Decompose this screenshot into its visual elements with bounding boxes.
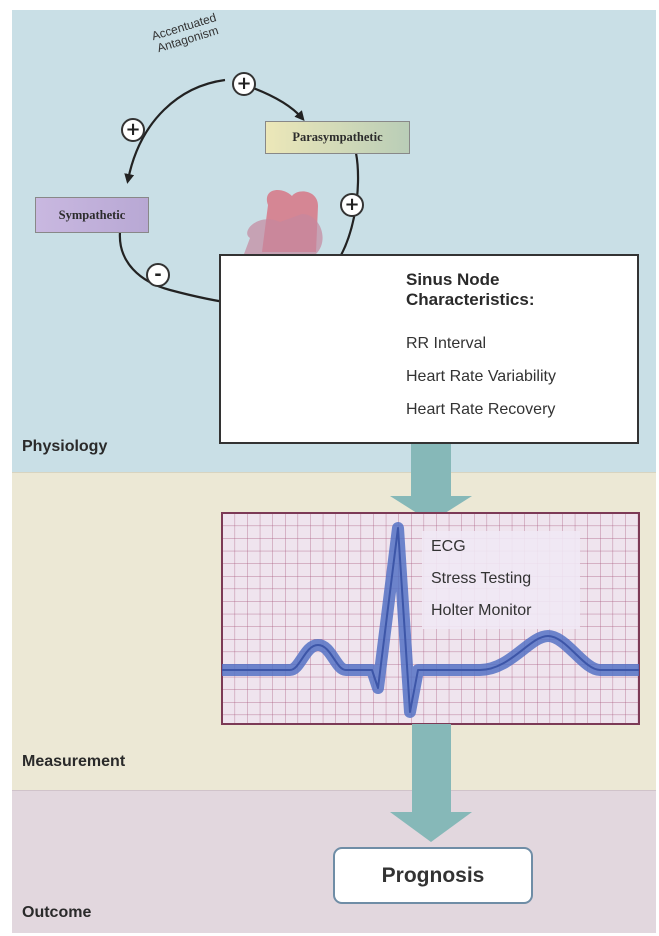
sinus-item-rr-interval: RR Interval <box>406 335 486 353</box>
sinus-node-panel: Sinus Node Characteristics: RR Interval … <box>219 254 639 444</box>
flow-arrow-measurement-to-outcome <box>390 724 472 842</box>
parasympathetic-label: Parasympathetic <box>265 121 410 154</box>
prognosis-box: Prognosis <box>333 847 533 904</box>
plus-sign-icon: + <box>121 118 145 142</box>
minus-sign-icon: - <box>146 263 170 287</box>
plus-sign-icon: + <box>340 193 364 217</box>
sympathetic-label: Sympathetic <box>35 197 149 233</box>
flow-arrow-physiology-to-measurement <box>390 444 472 522</box>
measurement-item-ecg: ECG <box>431 538 466 556</box>
plus-sign-icon: + <box>232 72 256 96</box>
physiology-label: Physiology <box>22 438 107 456</box>
sinus-item-hrr: Heart Rate Recovery <box>406 401 555 419</box>
measurement-label: Measurement <box>22 753 125 771</box>
measurement-item-stress-testing: Stress Testing <box>431 570 531 588</box>
sinus-node-title: Sinus Node Characteristics: <box>406 270 626 310</box>
sinus-item-hrv: Heart Rate Variability <box>406 368 556 386</box>
measurement-item-holter-monitor: Holter Monitor <box>431 602 531 620</box>
outcome-label: Outcome <box>22 904 91 922</box>
prognosis-label: Prognosis <box>382 864 485 888</box>
